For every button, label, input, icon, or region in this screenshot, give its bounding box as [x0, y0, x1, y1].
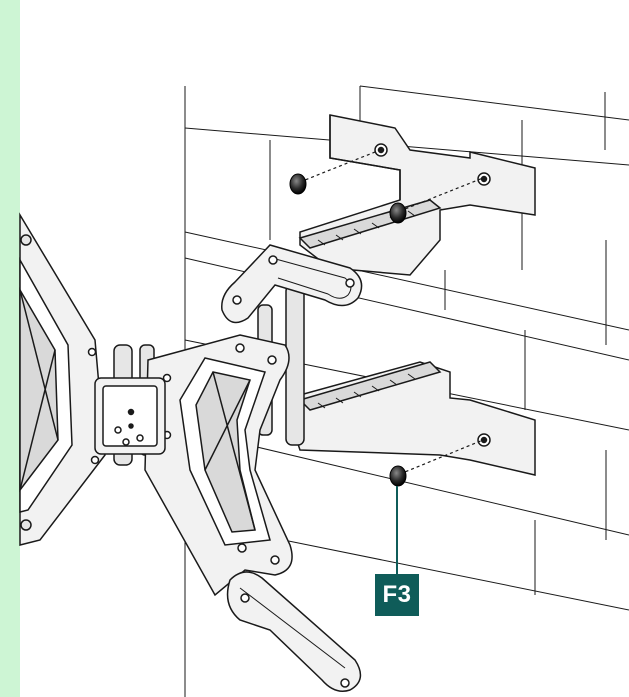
lower-wall-bracket: [289, 361, 536, 476]
anchor-guide-lines: [299, 149, 484, 475]
wall-anchor-icon: [289, 173, 307, 195]
callout-box: [375, 574, 419, 616]
side-strip: [0, 0, 20, 697]
center-pivot-block: [94, 377, 166, 455]
wall-anchor-icon: [389, 465, 407, 487]
upper-wall-bracket: [298, 114, 536, 276]
tv-mount-plate: [19, 212, 106, 546]
wall-anchors: [289, 173, 407, 487]
wall-anchor-icon: [389, 202, 407, 224]
x-frame-arm: [144, 334, 293, 597]
lower-link-arm: [226, 571, 362, 692]
callout-label-f3: F3: [382, 581, 412, 608]
upper-link-arm: [221, 244, 363, 324]
